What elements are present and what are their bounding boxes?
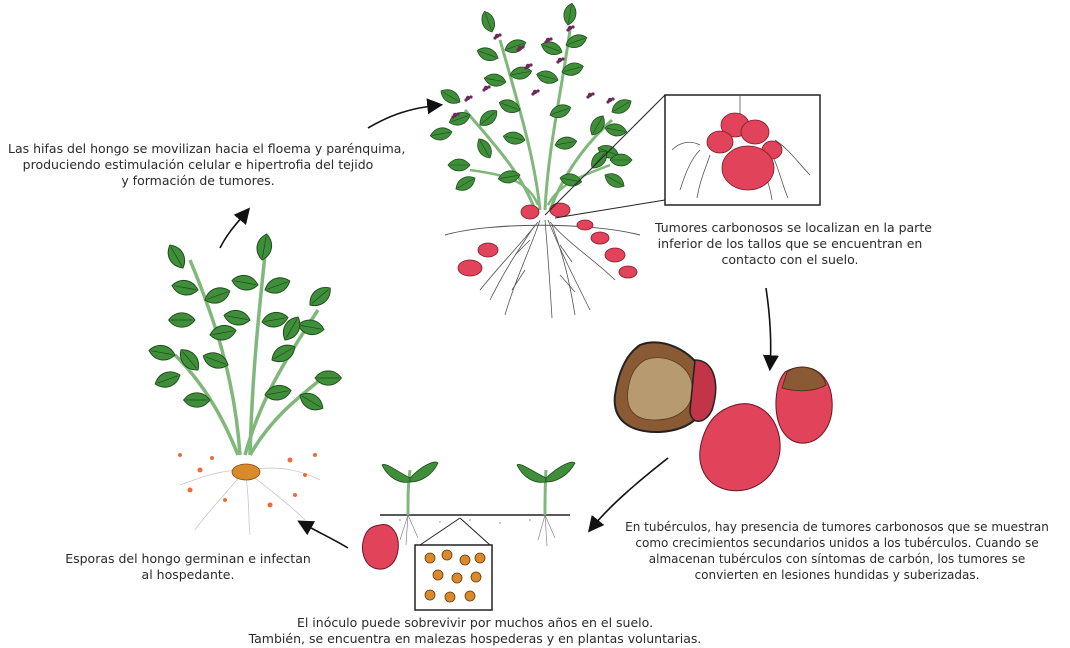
caption-tubers: En tubérculos, hay presencia de tumores …: [612, 519, 1062, 583]
caption-line: al hospedante.: [58, 567, 318, 583]
caption-line: El inóculo puede sobrevivir por muchos a…: [235, 615, 715, 631]
caption-line: También, se encuentra en malezas hospede…: [235, 631, 715, 647]
caption-line: En tubérculos, hay presencia de tumores …: [612, 519, 1062, 535]
caption-line: Esporas del hongo germinan e infectan: [58, 551, 318, 567]
caption-line: y formación de tumores.: [8, 173, 388, 189]
caption-line: produciendo estimulación celular e hiper…: [8, 157, 388, 173]
caption-line: Tumores carbonosos se localizan en la pa…: [655, 220, 925, 236]
caption-hyphae: Las hifas del hongo se movilizan hacia e…: [8, 141, 388, 189]
young-plant: [148, 233, 342, 535]
soil-inoculum: [362, 462, 575, 610]
caption-line: almacenan tubérculos con síntomas de car…: [612, 551, 1062, 567]
infected-tubers: [615, 342, 833, 490]
caption-line: contacto con el suelo.: [655, 252, 925, 268]
caption-spores: Esporas del hongo germinan e infectan al…: [58, 551, 318, 583]
caption-line: inferior de los tallos que se encuentran…: [655, 236, 925, 252]
caption-inoculum: El inóculo puede sobrevivir por muchos a…: [235, 615, 715, 647]
caption-stem-tumors: Tumores carbonosos se localizan en la pa…: [655, 220, 925, 268]
mature-plant: [429, 2, 820, 318]
caption-line: convierten en lesiones hundidas y suberi…: [612, 567, 1062, 583]
caption-line: como crecimientos secundarios unidos a l…: [612, 535, 1062, 551]
caption-line: Las hifas del hongo se movilizan hacia e…: [8, 141, 388, 157]
